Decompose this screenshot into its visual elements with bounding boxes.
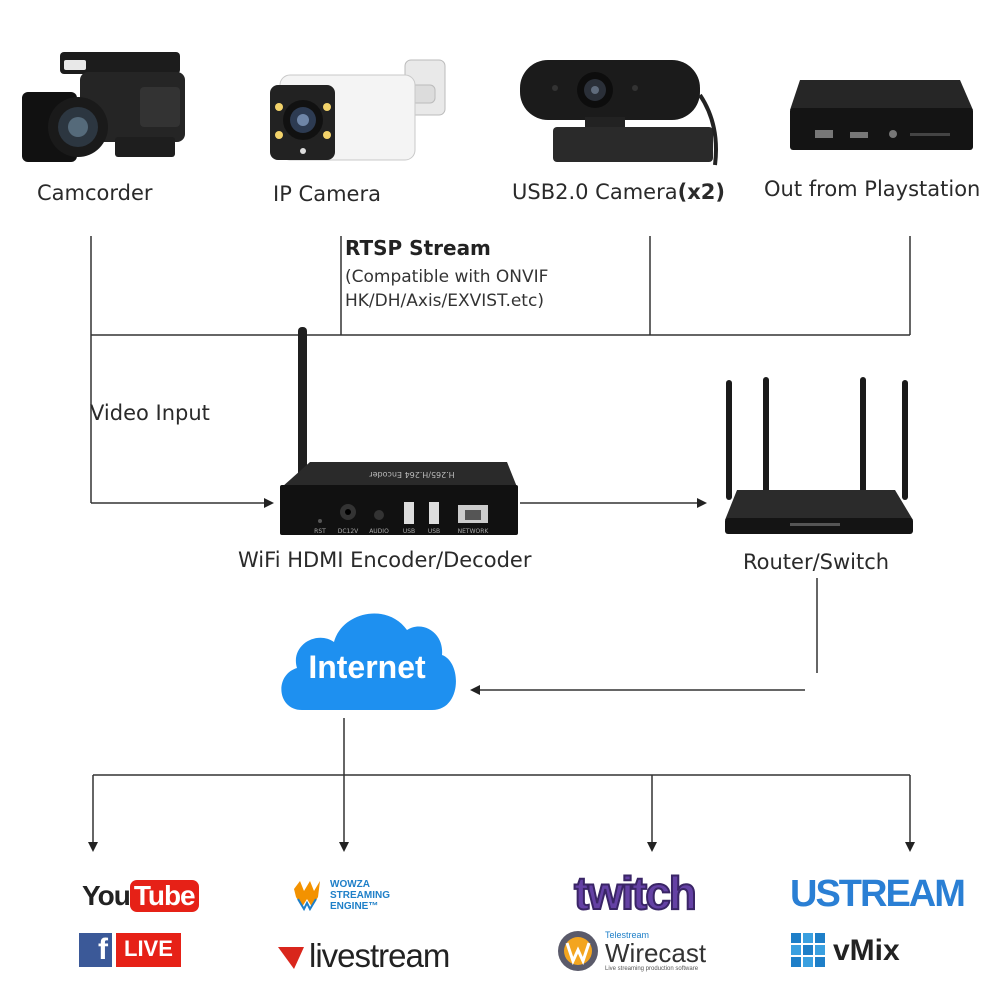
vmix-text: vMix (833, 934, 900, 967)
playstation-box-icon (790, 80, 973, 150)
youtube-tube: Tube (129, 880, 199, 912)
usb-camera-count: (x2) (677, 180, 725, 204)
ustream-logo: USTREAM (790, 873, 966, 915)
facebook-live-logo: f LIVE (79, 933, 181, 967)
vmix-logo: vMix (791, 933, 900, 969)
encoder-device-icon: H.265/H.264 Encoder RST DC12V AUDIO USB … (280, 327, 518, 535)
wowza-line3: ENGINE™ (330, 900, 379, 912)
encoder-port-dc12v: DC12V (338, 528, 359, 535)
ip-camera-label: IP Camera (273, 182, 381, 206)
wirecast-brand: Telestream (605, 929, 650, 940)
wowza-mark-icon (294, 881, 320, 912)
encoder-label: WiFi HDMI Encoder/Decoder (238, 548, 532, 572)
twitch-logo: twitch (573, 866, 698, 920)
internet-label: Internet (308, 649, 426, 685)
facebook-icon: f (79, 933, 112, 967)
encoder-port-usb-1: USB (403, 528, 415, 535)
camcorder-icon (22, 52, 185, 162)
rtsp-compat-line2: HK/DH/Axis/EXVIST.etc) (345, 291, 544, 311)
livestream-text: livestream (309, 937, 450, 974)
encoder-port-network: NETWORK (458, 528, 490, 535)
wirecast-name: Wirecast (605, 937, 707, 968)
wowza-logo: WOWZA STREAMING ENGINE™ (290, 877, 390, 913)
livestream-logo: livestream (276, 937, 450, 975)
router-label: Router/Switch (743, 550, 890, 574)
internet-cloud-icon: Internet (281, 613, 456, 710)
router-icon (725, 377, 913, 534)
wirecast-mark-icon (558, 931, 598, 971)
rtsp-title: RTSP Stream (345, 236, 491, 260)
encoder-port-usb-2: USB (428, 528, 440, 535)
wowza-line1: WOWZA (330, 878, 370, 890)
rtsp-compat-line1: (Compatible with ONVIF (345, 267, 549, 287)
ip-camera-icon (270, 59, 446, 161)
vmix-grid-icon (791, 933, 825, 967)
encoder-top-print: H.265/H.264 Encoder (369, 470, 455, 479)
usb-camera-label: USB2.0 Camera(x2) (512, 180, 725, 204)
wirecast-logo: Telestream Wirecast Live streaming produ… (557, 930, 706, 972)
encoder-port-audio: AUDIO (369, 528, 389, 535)
usb-camera-name: USB2.0 Camera (512, 180, 678, 204)
video-input-label: Video Input (90, 401, 210, 425)
playstation-label: Out from Playstation (764, 177, 981, 201)
internet-cloud-shape (281, 613, 456, 710)
usb-camera-icon (520, 60, 718, 166)
youtube-you: You (82, 880, 131, 911)
youtube-logo: You Tube (82, 878, 199, 914)
live-badge: LIVE (116, 933, 181, 967)
camcorder-label: Camcorder (37, 181, 153, 205)
wirecast-tagline: Live streaming production software (605, 965, 699, 972)
encoder-port-rst: RST (314, 528, 326, 535)
wowza-line2: STREAMING (330, 889, 390, 901)
livestream-mark-icon (278, 947, 304, 969)
